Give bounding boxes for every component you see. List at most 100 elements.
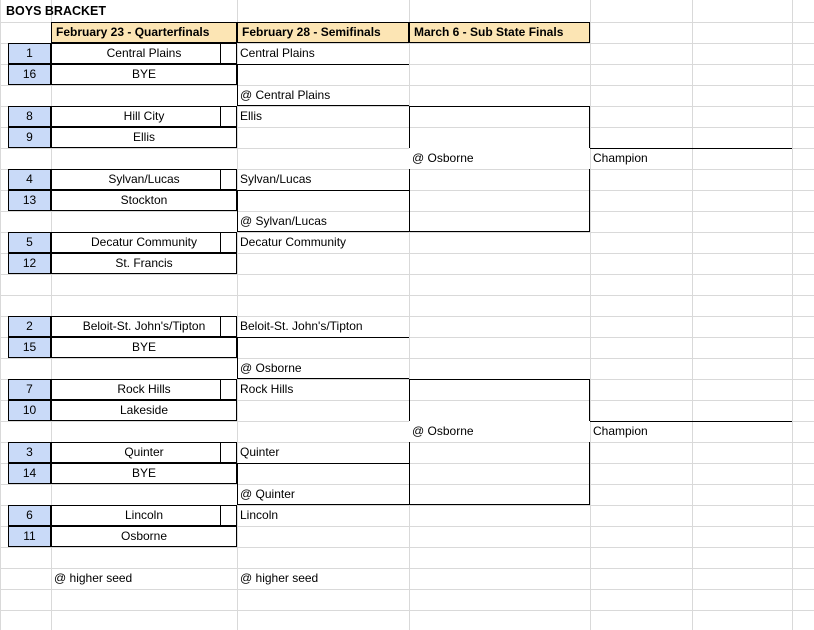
gridline-horizontal — [0, 379, 814, 380]
semifinal-connector-top — [220, 442, 237, 463]
semifinal-connector-bottom — [220, 232, 237, 253]
quarterfinal-team: Hill City — [51, 106, 237, 127]
round-header-quarterfinals: February 23 - Quarterfinals — [51, 22, 237, 43]
semifinal-top-team: Sylvan/Lucas — [240, 172, 312, 186]
gridline-horizontal — [0, 274, 814, 275]
gridline-horizontal — [0, 442, 814, 443]
round-header-substate-finals: March 6 - Sub State Finals — [409, 22, 590, 43]
semifinal-connector-top — [220, 169, 237, 190]
semifinal-bottom-team: Ellis — [240, 109, 263, 123]
quarterfinal-team: Ellis — [51, 127, 237, 148]
substate-final-site: @ Osborne — [409, 148, 590, 169]
quarterfinal-team: Beloit-St. John's/Tipton — [51, 316, 237, 337]
semifinal-connector-bottom — [220, 379, 237, 400]
semifinal-top-team: Quinter — [240, 445, 280, 459]
gridline-horizontal — [0, 358, 814, 359]
substate-final-bracket-box — [409, 379, 590, 505]
round-header-semifinals: February 28 - Semifinals — [237, 22, 409, 43]
gridline-horizontal — [0, 505, 814, 506]
champion-label: Champion — [593, 151, 648, 165]
seed-number: 12 — [8, 253, 51, 274]
gridline-horizontal — [0, 526, 814, 527]
gridline-horizontal — [0, 169, 814, 170]
gridline-horizontal — [0, 295, 814, 296]
seed-number: 5 — [8, 232, 51, 253]
semifinal-site: @ Quinter — [240, 487, 295, 501]
champion-line — [590, 148, 792, 169]
semifinal-bracket-box — [237, 190, 409, 232]
gridline-horizontal — [0, 148, 814, 149]
gridline-horizontal — [0, 400, 814, 401]
seed-number: 9 — [8, 127, 51, 148]
quarterfinal-team: Osborne — [51, 526, 237, 547]
seed-number: 14 — [8, 463, 51, 484]
gridline-vertical — [237, 0, 238, 630]
semifinal-connector-top — [220, 316, 237, 337]
gridline-vertical — [51, 0, 52, 630]
gridline-horizontal — [0, 211, 814, 212]
seed-number: 16 — [8, 64, 51, 85]
champion-line — [590, 421, 792, 442]
quarterfinal-team: Lincoln — [51, 505, 237, 526]
semifinal-bottom-team: Rock Hills — [240, 382, 294, 396]
seed-number: 15 — [8, 337, 51, 358]
footnote-quarterfinals: @ higher seed — [54, 571, 133, 585]
gridline-horizontal — [0, 568, 814, 569]
gridline-horizontal — [0, 106, 814, 107]
quarterfinal-team: Rock Hills — [51, 379, 237, 400]
semifinal-site: @ Osborne — [240, 361, 302, 375]
quarterfinal-team: BYE — [51, 337, 237, 358]
champion-label: Champion — [593, 424, 648, 438]
seed-number: 1 — [8, 43, 51, 64]
gridline-horizontal — [0, 43, 814, 44]
semifinal-site: @ Central Plains — [240, 88, 331, 102]
gridline-horizontal — [0, 610, 814, 611]
semifinal-connector-bottom — [220, 505, 237, 526]
gridline-vertical — [409, 0, 410, 630]
semifinal-bracket-box — [237, 337, 409, 379]
seed-number: 2 — [8, 316, 51, 337]
quarterfinal-team: St. Francis — [51, 253, 237, 274]
substate-final-site: @ Osborne — [409, 421, 590, 442]
gridline-horizontal — [0, 232, 814, 233]
seed-number: 11 — [8, 526, 51, 547]
quarterfinal-team: Lakeside — [51, 400, 237, 421]
quarterfinal-team: Sylvan/Lucas — [51, 169, 237, 190]
semifinal-top-team: Beloit-St. John's/Tipton — [240, 319, 363, 333]
seed-number: 10 — [8, 400, 51, 421]
quarterfinal-team: Stockton — [51, 190, 237, 211]
semifinal-bracket-box — [237, 463, 409, 505]
gridline-horizontal — [0, 85, 814, 86]
semifinal-bottom-team: Lincoln — [240, 508, 279, 522]
semifinal-connector-top — [220, 43, 237, 64]
seed-number: 8 — [8, 106, 51, 127]
semifinal-top-team: Central Plains — [240, 46, 315, 60]
seed-number: 4 — [8, 169, 51, 190]
gridline-horizontal — [0, 547, 814, 548]
gridline-vertical — [590, 0, 591, 630]
semifinal-connector-bottom — [220, 106, 237, 127]
seed-number: 13 — [8, 190, 51, 211]
gridline-horizontal — [0, 421, 814, 422]
seed-number: 7 — [8, 379, 51, 400]
quarterfinal-team: Decatur Community — [51, 232, 237, 253]
quarterfinal-team: BYE — [51, 64, 237, 85]
gridline-horizontal — [0, 253, 814, 254]
gridline-vertical — [792, 0, 793, 630]
gridline-horizontal — [0, 589, 814, 590]
semifinal-site: @ Sylvan/Lucas — [240, 214, 327, 228]
semifinal-bracket-box — [237, 64, 409, 106]
quarterfinal-team: Central Plains — [51, 43, 237, 64]
gridline-horizontal — [0, 316, 814, 317]
footnote-semifinals: @ higher seed — [240, 571, 319, 585]
quarterfinal-team: Quinter — [51, 442, 237, 463]
gridline-vertical — [0, 0, 1, 630]
seed-number: 3 — [8, 442, 51, 463]
page-title: BOYS BRACKET — [6, 4, 107, 18]
gridline-vertical — [692, 0, 693, 630]
semifinal-bottom-team: Decatur Community — [240, 235, 347, 249]
quarterfinal-team: BYE — [51, 463, 237, 484]
gridline-horizontal — [0, 127, 814, 128]
gridline-horizontal — [0, 484, 814, 485]
